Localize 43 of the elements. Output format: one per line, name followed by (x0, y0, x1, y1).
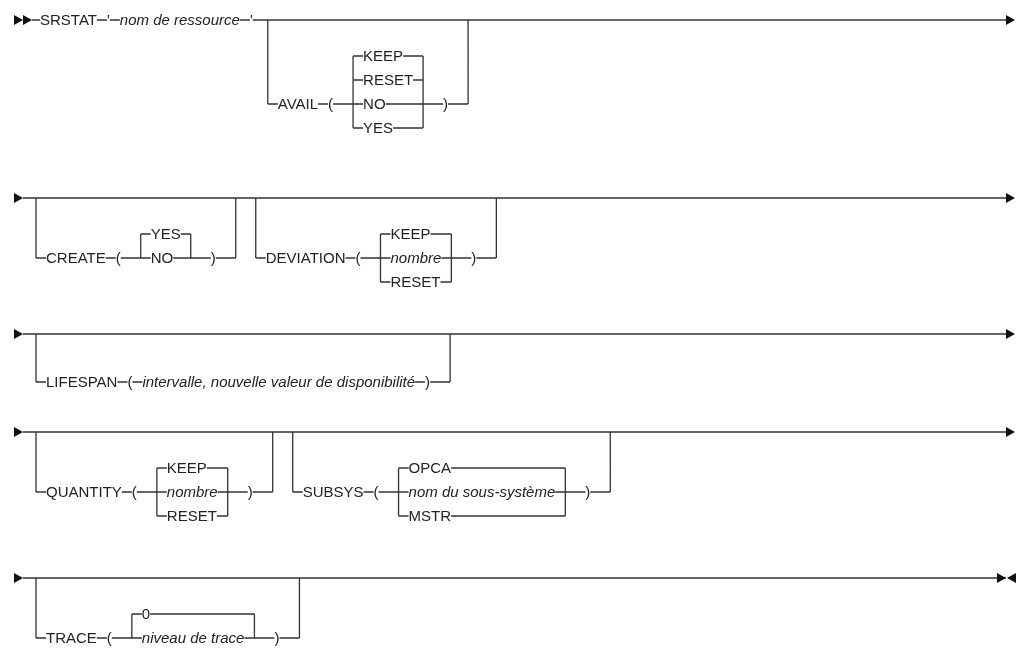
keyword: RESET (363, 72, 414, 88)
keyword: CREATE (46, 250, 106, 266)
keyword: MSTR (408, 508, 452, 524)
variable-name: nom du sous-système (408, 484, 556, 500)
delimiter: ( (127, 374, 133, 390)
variable-name: nombre (166, 484, 218, 500)
keyword: SRSTAT (40, 12, 97, 28)
delimiter: ) (585, 484, 591, 500)
delimiter: ( (355, 250, 361, 266)
keyword: YES (150, 226, 181, 242)
delimiter: ( (328, 96, 334, 112)
delimiter: ( (131, 484, 137, 500)
variable-name: intervalle, nouvelle valeur de disponibilité (142, 374, 416, 390)
variable-name: niveau de trace (141, 630, 245, 646)
keyword: SUBSYS (302, 484, 364, 500)
delimiter: ) (471, 250, 477, 266)
delimiter: ( (106, 630, 112, 646)
keyword: LIFESPAN (46, 374, 118, 390)
keyword: KEEP (390, 226, 431, 242)
keyword: OPCA (408, 460, 452, 476)
keyword: 0 (141, 606, 151, 622)
keyword: KEEP (166, 460, 207, 476)
keyword: NO (363, 96, 386, 112)
keyword: KEEP (363, 48, 404, 64)
keyword: YES (363, 120, 394, 136)
keyword: DEVIATION (265, 250, 346, 266)
keyword: NO (150, 250, 174, 266)
delimiter: ( (373, 484, 379, 500)
keyword: AVAIL (277, 96, 319, 112)
delimiter: ) (210, 250, 216, 266)
keyword: QUANTITY (46, 484, 122, 500)
delimiter: ' (106, 12, 110, 28)
keyword: RESET (166, 508, 217, 524)
delimiter: ' (249, 12, 253, 28)
keyword: TRACE (46, 630, 97, 646)
delimiter: ) (274, 630, 280, 646)
delimiter: ( (115, 250, 121, 266)
delimiter: ) (443, 96, 449, 112)
variable-name: nom de ressource (119, 12, 240, 28)
keyword: RESET (390, 274, 441, 290)
delimiter: ) (247, 484, 253, 500)
delimiter: ) (425, 374, 431, 390)
variable-name: nombre (390, 250, 442, 266)
